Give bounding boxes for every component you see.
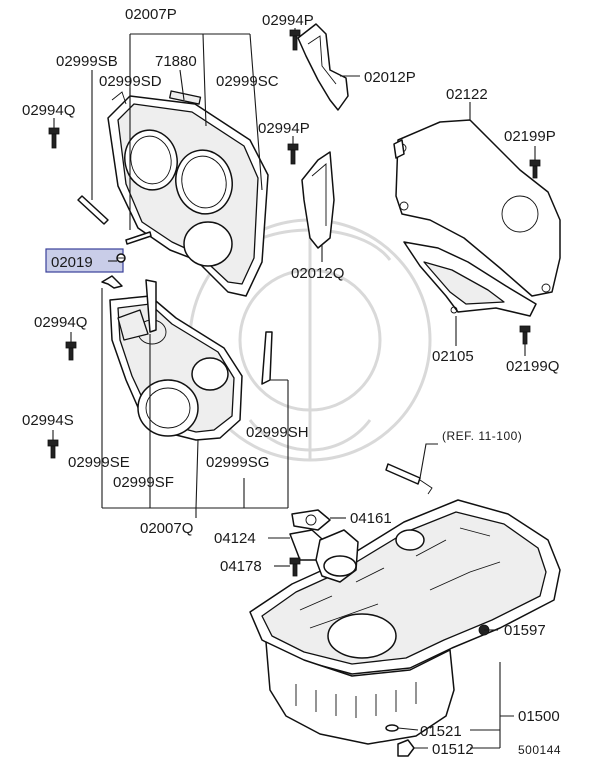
label-02199p: 02199P (504, 128, 556, 145)
plate-02105[interactable] (403, 241, 537, 317)
label-02012q: 02012Q (291, 265, 344, 282)
bolt-01597[interactable] (478, 624, 498, 636)
label-02999sf: 02999SF (113, 474, 174, 491)
label-04161: 04161 (350, 510, 392, 527)
label-02994q-top: 02994Q (22, 102, 75, 119)
seal-02999sh[interactable] (261, 331, 273, 385)
bolt-02994q-mid[interactable] (65, 341, 77, 361)
label-04178: 04178 (220, 558, 262, 575)
bolt-02994p-mid[interactable] (287, 143, 299, 165)
label-02994p-top: 02994P (262, 12, 314, 29)
label-01521: 01521 (420, 723, 462, 740)
ref-tube[interactable] (385, 463, 433, 495)
label-02999sg: 02999SG (206, 454, 269, 471)
label-02122: 02122 (446, 86, 488, 103)
bolt-02994q-top[interactable] (48, 127, 60, 149)
label-02019: 02019 (51, 254, 93, 271)
part-labels: 02007P 02994P 02999SB 71880 02999SD 0299… (22, 6, 561, 758)
bolt-02199p[interactable] (529, 159, 541, 179)
upper-timing-belt-cover[interactable] (107, 90, 269, 297)
bracket-02012q[interactable] (301, 151, 335, 249)
label-01500: 01500 (518, 708, 560, 725)
label-02994s: 02994S (22, 412, 74, 429)
drain-plug-01512[interactable] (397, 739, 415, 757)
label-01512: 01512 (432, 741, 474, 758)
label-02999sd: 02999SD (99, 73, 162, 90)
label-71880: 71880 (155, 53, 197, 70)
grommet-02019[interactable] (45, 248, 126, 273)
seal-02999sb[interactable] (77, 195, 109, 225)
plate-02122[interactable] (393, 119, 561, 297)
label-02012p: 02012P (364, 69, 416, 86)
label-02994q-mid: 02994Q (34, 314, 87, 331)
label-diagram-code: 500144 (518, 743, 561, 757)
bolt-02994s[interactable] (47, 439, 59, 459)
label-02999sh: 02999SH (246, 424, 309, 441)
seal-02999sf[interactable] (145, 279, 157, 333)
label-04124: 04124 (214, 530, 256, 547)
label-02199q: 02199Q (506, 358, 559, 375)
label-02007p: 02007P (125, 6, 177, 23)
bolt-02199q[interactable] (519, 325, 531, 345)
label-02999sb: 02999SB (56, 53, 118, 70)
label-02999se: 02999SE (68, 454, 130, 471)
label-02994p-mid: 02994P (258, 120, 310, 137)
label-02105: 02105 (432, 348, 474, 365)
bracket-02012p[interactable] (297, 23, 349, 111)
lower-timing-belt-cover[interactable] (109, 295, 243, 441)
oil-strainer-04124[interactable] (289, 529, 359, 583)
seal-02999se[interactable] (101, 275, 123, 289)
label-01597: 01597 (504, 622, 546, 639)
seal-02999sd[interactable] (125, 231, 152, 245)
label-02007q: 02007Q (140, 520, 193, 537)
bolt-04178[interactable] (289, 557, 301, 577)
label-02999sc: 02999SC (216, 73, 279, 90)
label-ref: (REF. 11-100) (442, 429, 522, 443)
leader-lines (52, 28, 536, 749)
gasket-01521[interactable] (385, 724, 399, 732)
gasket-04161[interactable] (291, 509, 331, 531)
